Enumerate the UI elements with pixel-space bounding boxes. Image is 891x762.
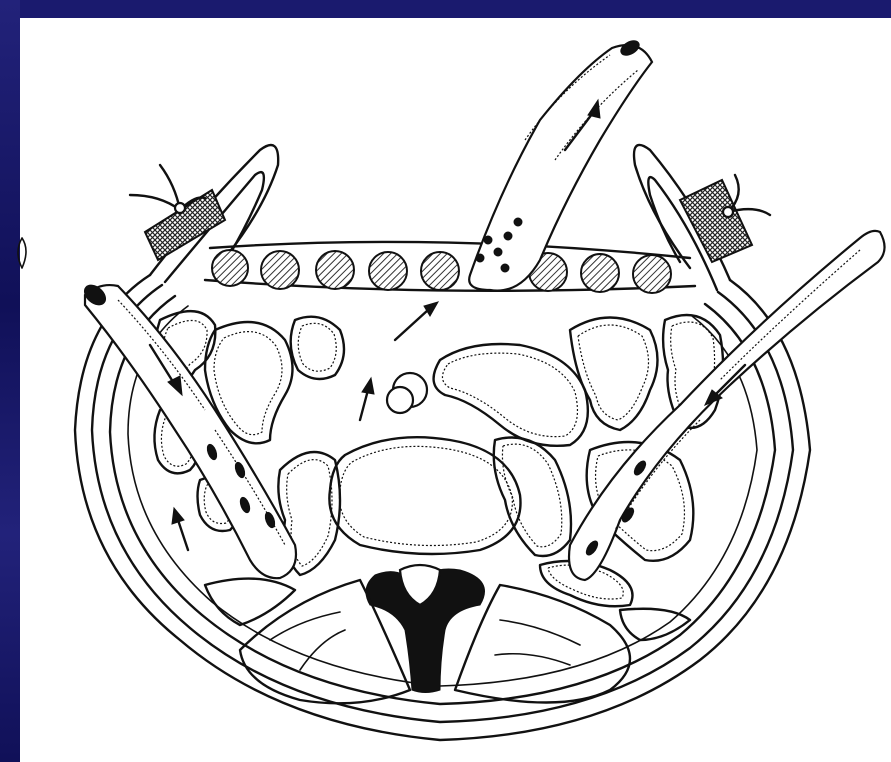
vertebral-body (329, 437, 520, 554)
abdominal-wall (75, 275, 810, 740)
vessels (387, 373, 427, 413)
left-suture-pad (130, 165, 225, 260)
hatched-circle-row (212, 250, 671, 293)
right-suture-pad (680, 175, 770, 262)
edge-mark-icon (18, 238, 26, 268)
